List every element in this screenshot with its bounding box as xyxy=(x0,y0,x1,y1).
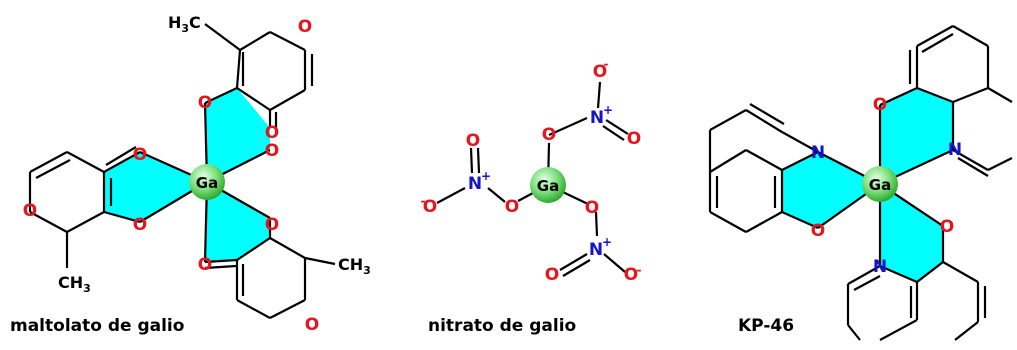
oxygen-label: O xyxy=(545,265,559,285)
kp46-nitrogen-labels: N N N xyxy=(811,140,962,277)
caption-maltolato: maltolato de galio xyxy=(10,316,185,336)
minus-charge: - xyxy=(421,194,426,208)
nitrato-nitrogen-labels: N N N xyxy=(468,108,604,260)
oxygen-label: O xyxy=(298,17,312,37)
oxygen-label: O xyxy=(23,201,37,221)
gallium-atom xyxy=(862,166,898,202)
oxygen-label: O xyxy=(198,93,212,113)
oxygen-label: O xyxy=(265,123,279,143)
plus-charge: + xyxy=(481,169,491,183)
nitrogen-label: N xyxy=(873,257,887,277)
oxygen-label: O xyxy=(940,217,954,237)
oxygen-label: O xyxy=(265,141,279,161)
gallium-label: Ga xyxy=(196,174,218,192)
methyl-label-left: CH3 xyxy=(58,273,91,295)
methyl-label-right: CH3 xyxy=(338,255,371,277)
kp46-structure xyxy=(708,25,1013,341)
nitrato-oxygen-labels: O O O O O O O O O xyxy=(423,62,641,285)
chelate-ring-top xyxy=(880,88,953,184)
plus-charge: + xyxy=(603,103,613,117)
chelate-ring-left xyxy=(782,152,880,228)
nitrogen-label: N xyxy=(811,143,825,163)
oxygen-label: O xyxy=(585,198,599,218)
nitrogen-label: N xyxy=(948,140,962,160)
oxygen-label: O xyxy=(423,197,437,217)
minus-charge: - xyxy=(637,263,642,277)
gallium-label: Ga xyxy=(537,177,559,195)
gallium-atom xyxy=(189,164,225,200)
oxygen-label: O xyxy=(133,145,147,165)
oxygen-label: O xyxy=(198,255,212,275)
chelate-ring-top xyxy=(205,88,270,182)
oxygen-label: O xyxy=(505,197,519,217)
nitrogen-label: N xyxy=(468,174,482,194)
nitrato-charge-labels: - - - xyxy=(421,57,642,277)
oxygen-label: O xyxy=(305,315,319,335)
plus-charge: + xyxy=(602,235,612,249)
methyl-label-top: H3C xyxy=(168,13,201,35)
oxygen-label: O xyxy=(542,125,556,145)
chelate-ring-bottom xyxy=(880,184,943,282)
oxygen-label: O xyxy=(466,131,480,151)
gallium-atom xyxy=(530,167,566,203)
nitrato-plus-labels: + + + xyxy=(481,103,613,249)
maltolato-oxygen-labels: O O O O O O O O O O xyxy=(23,17,319,335)
minus-charge: - xyxy=(604,57,609,71)
oxygen-label: O xyxy=(593,62,607,82)
oxygen-label: O xyxy=(624,265,638,285)
chelate-ring-bottom xyxy=(205,182,270,262)
oxygen-label: O xyxy=(627,129,641,149)
oxygen-label: O xyxy=(811,221,825,241)
nitrogen-label: N xyxy=(589,240,603,260)
kp46-oxygen-labels: O O O xyxy=(811,95,954,241)
oxygen-label: O xyxy=(265,215,279,235)
oxygen-label: O xyxy=(873,95,887,115)
oxygen-label: O xyxy=(133,215,147,235)
chelate-ring-left xyxy=(104,152,207,222)
nitrogen-label: N xyxy=(590,108,604,128)
gallium-label: Ga xyxy=(869,176,891,194)
caption-nitrato: nitrato de galio xyxy=(428,316,577,336)
caption-kp46: KP-46 xyxy=(738,316,795,336)
